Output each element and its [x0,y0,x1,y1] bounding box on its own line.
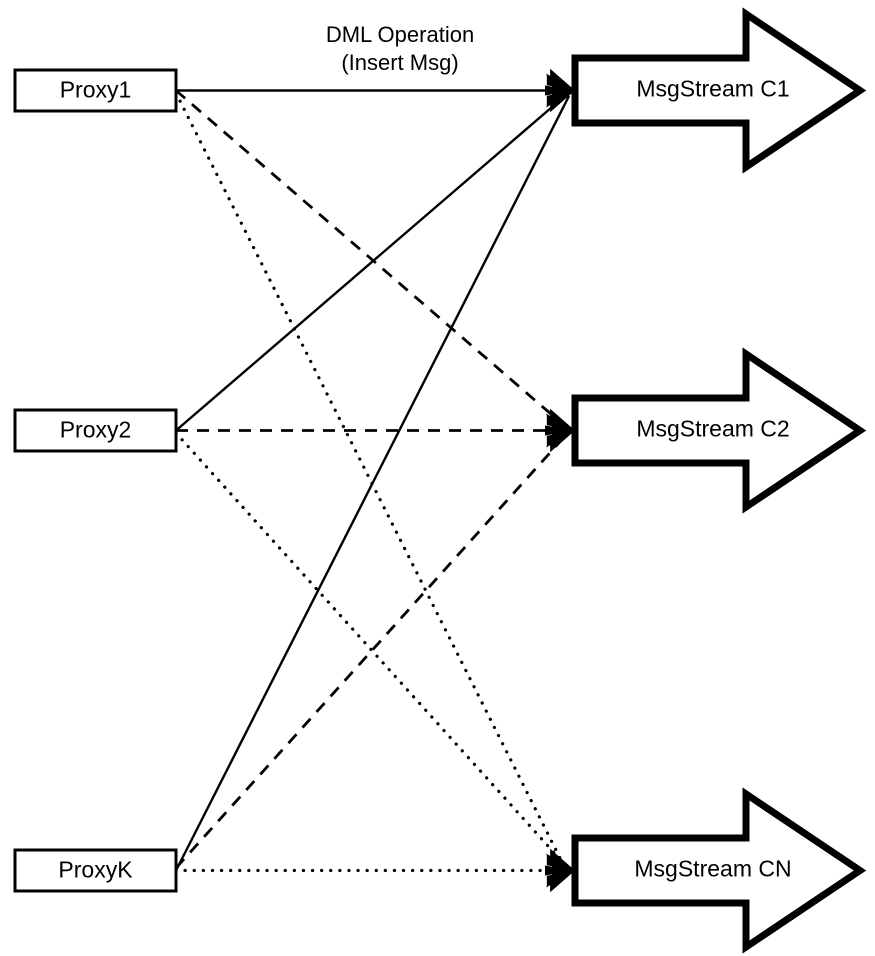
stream-stream_cn[interactable]: MsgStream CN [571,787,867,954]
proxy-box-rect [13,408,178,453]
proxy-box-rect [13,68,178,113]
stream-label: MsgStream CN [634,856,791,882]
proxy-label: ProxyK [58,857,133,883]
stream-label: MsgStream C1 [636,76,789,102]
edge-proxy2-c1 [175,94,567,432]
stream-stream_c1[interactable]: MsgStream C1 [571,7,867,174]
proxy-label: Proxy1 [60,77,132,103]
stream-arrow-shape [571,7,867,174]
proxy-proxy2[interactable]: Proxy2 [13,408,178,453]
edge-proxy2-cn [174,431,568,868]
arrowheads-layer [545,68,576,893]
edge-label-group: DML Operation (Insert Msg) [326,22,474,75]
arrowhead-c2 [545,408,576,453]
edges-layer [174,89,571,873]
edge-proxy1-c2 [175,89,567,429]
streams-layer: MsgStream C1 MsgStream C2 MsgStream CN [571,7,867,954]
stream-stream_c2[interactable]: MsgStream C2 [571,347,867,514]
edge-proxyK-c1 [174,95,571,872]
edge-label-line-1: DML Operation [326,22,474,47]
stream-label: MsgStream C2 [636,416,789,442]
proxy-label: Proxy2 [60,417,132,443]
proxy-proxy1[interactable]: Proxy1 [13,68,178,113]
proxy-proxyK[interactable]: ProxyK [13,848,178,893]
arrowhead-c1 [545,68,576,113]
edge-label-line-2: (Insert Msg) [341,50,458,75]
stream-arrow-shape [571,347,867,514]
arrowhead-cn [545,848,576,893]
edge-proxy1-cn [174,91,566,868]
stream-arrow-shape [571,787,867,954]
proxy-box-rect [13,848,178,893]
edge-proxyK-c2 [174,434,568,869]
